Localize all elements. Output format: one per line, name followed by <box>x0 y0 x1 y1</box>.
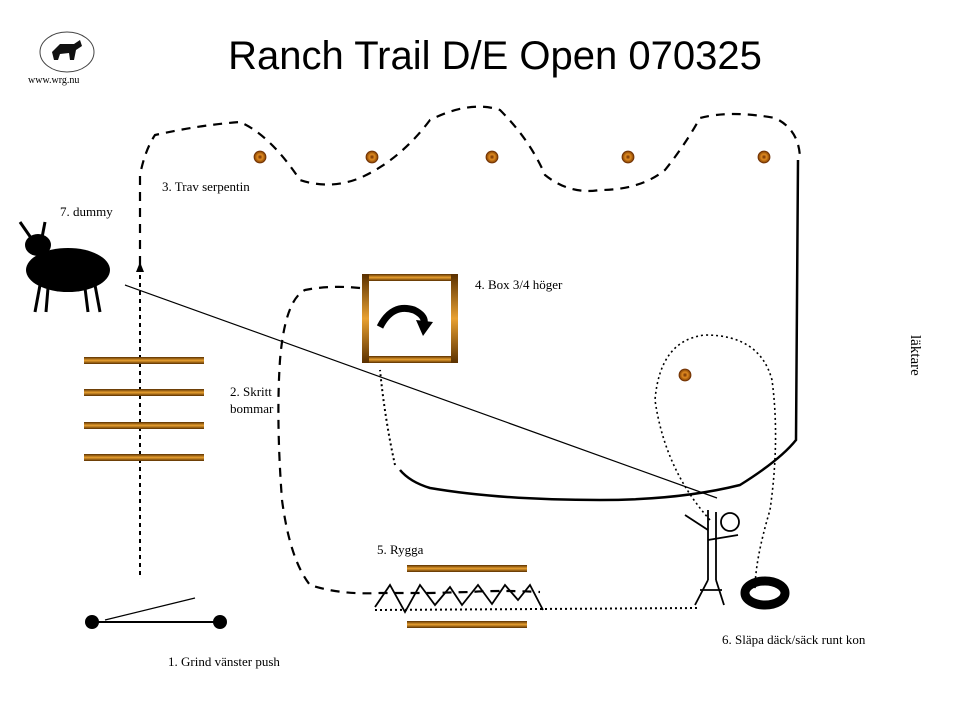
cone-4-icon <box>621 150 635 164</box>
label-trot-serpentine: 3. Trav serpentin <box>162 179 250 194</box>
rider-figure-icon <box>684 510 740 606</box>
cone-1-icon <box>253 150 267 164</box>
pole-walk-3 <box>84 422 204 429</box>
box-pole-bottom <box>362 356 458 363</box>
steer-dummy-icon <box>18 221 110 313</box>
route-right-path <box>399 159 800 502</box>
label-box: 4. Box 3/4 höger <box>475 277 563 292</box>
box-pole-right <box>451 274 458 363</box>
gate-swing <box>104 597 196 621</box>
label-dummy: 7. dummy <box>60 204 113 219</box>
box-pole-left <box>362 274 369 363</box>
label-drag: 6. Släpa däck/säck runt kon <box>722 632 866 647</box>
tire-icon <box>740 576 790 610</box>
box-pole-top <box>362 274 458 281</box>
pole-back-bottom <box>407 621 527 628</box>
arrow-up-icon <box>136 262 144 272</box>
page-title: Ranch Trail D/E Open 070325 <box>228 34 762 78</box>
cone-3-icon <box>485 150 499 164</box>
cone-5-icon <box>757 150 771 164</box>
cone-drag-icon <box>678 368 692 382</box>
route-loop-path <box>277 285 541 595</box>
dummy-line <box>124 284 718 499</box>
label-gate: 1. Grind vänster push <box>168 654 280 669</box>
zigzag-back-path <box>374 583 544 614</box>
club-logo <box>22 30 112 90</box>
route-drag-loop-path <box>654 334 777 591</box>
pole-walk-2 <box>84 389 204 396</box>
label-back: 5. Rygga <box>377 542 424 557</box>
route-serpentine-path <box>138 105 802 265</box>
route-box-entry-path <box>379 369 396 466</box>
gate-post-left <box>85 615 99 629</box>
label-walk-poles: 2. Skritt bommar <box>230 384 274 416</box>
pole-walk-4 <box>84 454 204 461</box>
label-stand: läktare <box>907 335 923 376</box>
logo-url: www.wrg.nu <box>28 75 80 86</box>
cone-2-icon <box>365 150 379 164</box>
gate-post-right <box>213 615 227 629</box>
horse-rider-icon <box>52 40 82 60</box>
pole-back-top <box>407 565 527 572</box>
turn-arrow-icon <box>376 304 428 329</box>
route-bottom-path <box>374 607 701 611</box>
pole-walk-1 <box>84 357 204 364</box>
